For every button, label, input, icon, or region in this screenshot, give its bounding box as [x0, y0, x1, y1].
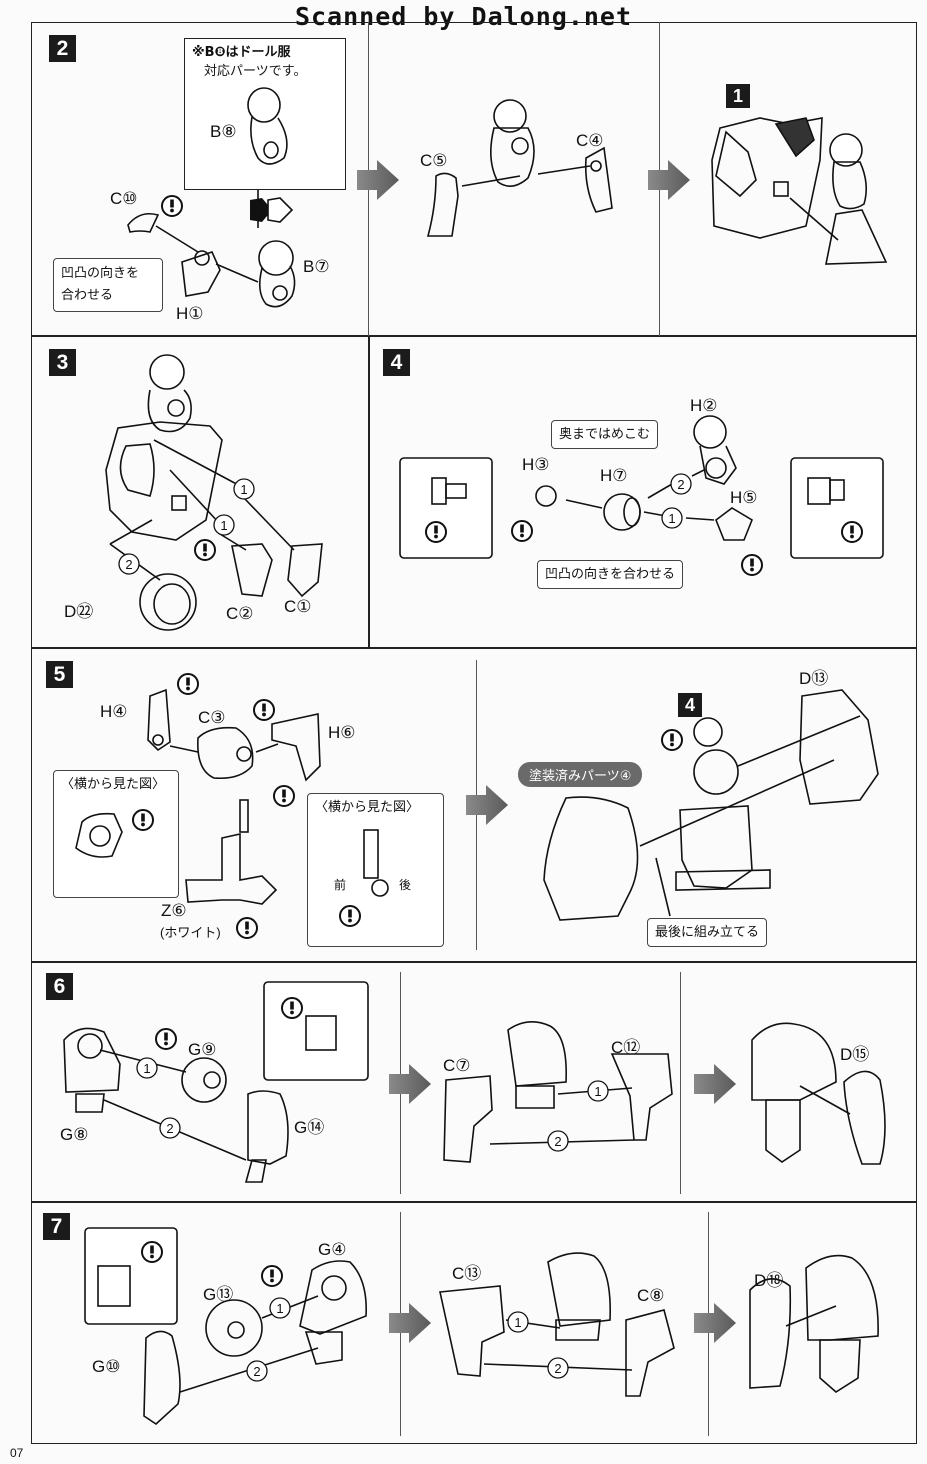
part-label: G⑬ — [203, 1285, 234, 1304]
callout-text: 凹凸の向きを — [61, 266, 140, 281]
part-label: H⑥ — [328, 723, 356, 742]
part-label: G⑧ — [60, 1125, 89, 1144]
step-6-panel — [31, 962, 917, 1202]
color-note: (ホワイト) — [160, 925, 221, 940]
part-label: D⑮ — [840, 1045, 870, 1064]
divider — [400, 1212, 401, 1436]
final-assembly-callout: 最後に組み立てる — [647, 918, 768, 947]
part-label: C② — [226, 604, 254, 623]
front-label: 前 — [334, 878, 347, 892]
page-number: 07 — [10, 1446, 24, 1460]
callout-text: 合わせる — [61, 288, 114, 303]
step-number: 3 — [49, 349, 76, 376]
part-label: D㉒ — [64, 602, 94, 621]
divider — [708, 1212, 709, 1436]
align-callout: 凹凸の向きを 合わせる — [53, 258, 163, 312]
step-number: 5 — [46, 661, 73, 688]
part-label: B⑦ — [303, 257, 330, 276]
divider — [368, 22, 369, 336]
divider — [659, 22, 660, 336]
side-view-title: 〈横から見た図〉 — [315, 800, 420, 815]
divider — [476, 660, 477, 950]
step-number: 6 — [46, 973, 73, 1000]
part-label: G⑭ — [294, 1118, 325, 1137]
part-label: H④ — [100, 702, 128, 721]
back-label: 後 — [399, 878, 412, 892]
part-label: C⑫ — [611, 1038, 641, 1057]
part-label: H⑦ — [600, 466, 628, 485]
divider — [680, 972, 681, 1194]
note-text: ※B❽はドール服 — [192, 45, 291, 60]
part-label: H① — [176, 304, 204, 323]
side-view-box: 〈横から見た図〉 — [53, 770, 179, 898]
part-label: C⑤ — [420, 151, 448, 170]
divider — [400, 972, 401, 1194]
part-label: H② — [690, 396, 718, 415]
step-7-panel — [31, 1202, 917, 1444]
painted-part-tag: 塗装済みパーツ④ — [518, 762, 643, 787]
part-label: G⑨ — [188, 1040, 217, 1059]
part-label: C① — [284, 597, 312, 616]
sub-step-badge: 4 — [678, 693, 702, 717]
part-label: D⑬ — [799, 669, 829, 688]
part-label: C⑦ — [443, 1056, 471, 1075]
part-label: Z⑥ — [161, 901, 187, 920]
note-box: ※B❽はドール服 対応パーツです。 — [184, 38, 346, 190]
step-2-panel — [31, 22, 917, 336]
watermark: Scanned by Dalong.net — [294, 2, 633, 31]
press-callout: 奥まではめこむ — [551, 420, 659, 449]
side-view-box: 〈横から見た図〉 — [307, 793, 444, 947]
part-label: G⑩ — [92, 1357, 121, 1376]
step-5-panel — [31, 648, 917, 962]
part-label: C⑩ — [110, 189, 138, 208]
part-label: H③ — [522, 455, 550, 474]
step-number: 4 — [383, 349, 410, 376]
part-label: H⑤ — [730, 488, 758, 507]
part-label: D⑱ — [754, 1271, 784, 1290]
sub-step-badge: 1 — [726, 84, 750, 108]
part-label: C⑬ — [452, 1264, 482, 1283]
side-view-title: 〈横から見た図〉 — [61, 777, 166, 792]
part-label: B⑧ — [210, 122, 237, 141]
part-label: C⑧ — [637, 1286, 665, 1305]
step-number: 7 — [43, 1213, 70, 1240]
step-number: 2 — [49, 35, 76, 62]
part-label: C④ — [576, 131, 604, 150]
part-label: C③ — [198, 708, 226, 727]
step-3-panel — [31, 336, 369, 648]
note-text: 対応パーツです。 — [204, 64, 307, 79]
step-4-panel — [369, 336, 917, 648]
align-callout: 凹凸の向きを合わせる — [537, 560, 684, 589]
part-label: G④ — [318, 1240, 347, 1259]
